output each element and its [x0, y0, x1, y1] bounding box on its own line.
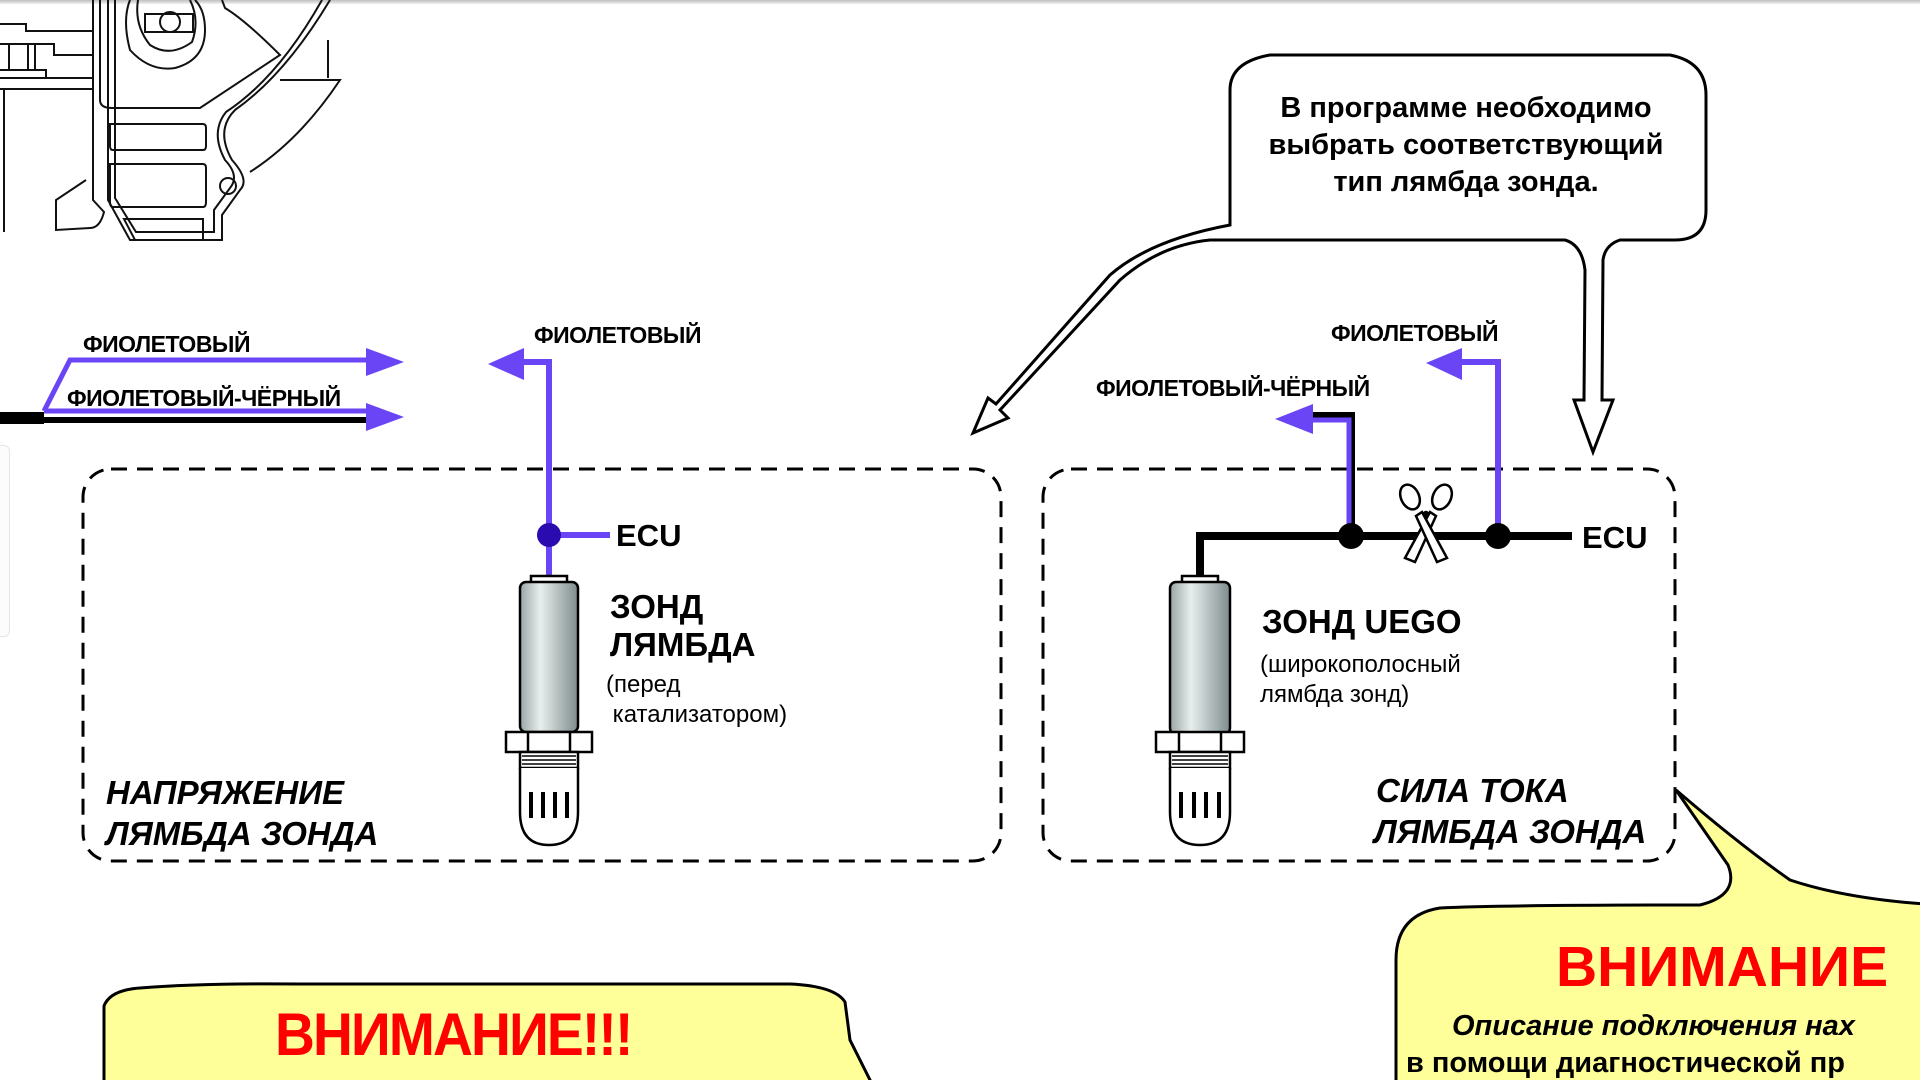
- warning-right-line-1: Описание подключения нах: [1452, 1010, 1855, 1042]
- arrow-left-icon: [488, 348, 524, 380]
- warning-right-line-2: в помощи диагностической пр: [1406, 1047, 1845, 1079]
- voltage-probe-title-2: ЛЯМБДА: [610, 626, 756, 663]
- current-probe-sub-1: (широкополосный: [1260, 651, 1461, 678]
- arrow-left-icon: [1426, 348, 1462, 380]
- voltage-wire-label: ФИОЛЕТОВЫЙ: [534, 322, 701, 348]
- scissors-icon: [1398, 483, 1454, 564]
- uego-probe-right: [1154, 574, 1246, 847]
- arrow-right-icon: [366, 348, 404, 376]
- warning-right-title: ВНИМАНИЕ: [1556, 935, 1889, 999]
- current-probe-title: ЗОНД UEGO: [1262, 603, 1462, 640]
- left-wire-harness: [0, 348, 404, 431]
- current-probe-sub-2: лямбда зонд): [1260, 681, 1410, 708]
- current-box-title-1: СИЛА ТОКА: [1376, 772, 1569, 809]
- voltage-box-title-1: НАПРЯЖЕНИЕ: [106, 774, 345, 811]
- wire-label-violet: ФИОЛЕТОВЫЙ: [83, 331, 250, 357]
- current-box-title-2: ЛЯМБДА ЗОНДА: [1374, 813, 1647, 850]
- voltage-probe-title-1: ЗОНД: [610, 588, 704, 625]
- junction-dot: [1485, 523, 1511, 549]
- lambda-probe-left: [504, 574, 594, 847]
- current-wire-label-violet: ФИОЛЕТОВЫЙ: [1331, 320, 1498, 346]
- junction-dot: [537, 523, 561, 547]
- engine-part-drawing: [0, 0, 342, 241]
- warning-left-title: ВНИМАНИЕ!!!: [275, 1001, 633, 1068]
- current-ecu-label: ECU: [1582, 520, 1648, 555]
- voltage-wiring: [488, 348, 610, 578]
- junction-dot: [1338, 523, 1364, 549]
- warning-bubble-right: [1394, 788, 1920, 1080]
- arrow-right-icon: [366, 403, 404, 431]
- side-panel-edge: [0, 445, 10, 637]
- voltage-probe-sub-1: (перед: [606, 671, 681, 698]
- callout-line-2: выбрать соответствующий: [1268, 129, 1664, 161]
- callout-bubble: [970, 53, 1708, 457]
- window-top-edge: [0, 0, 1920, 4]
- current-wire-label-violet-black: ФИОЛЕТОВЫЙ-ЧЁРНЫЙ: [1096, 375, 1370, 401]
- callout-line-3: тип лямбда зонда.: [1333, 166, 1599, 198]
- callout-line-1: В программе необходимо: [1280, 92, 1652, 124]
- warning-bubble-left: [102, 982, 872, 1080]
- voltage-probe-sub-2: катализатором): [606, 701, 788, 728]
- arrow-left-icon: [1275, 404, 1313, 434]
- current-dashed-box: [1041, 467, 1677, 863]
- wire-label-violet-black: ФИОЛЕТОВЫЙ-ЧЁРНЫЙ: [67, 385, 341, 411]
- voltage-box-title-2: ЛЯМБДА ЗОНДА: [106, 815, 379, 852]
- voltage-dashed-box: [81, 467, 1003, 863]
- current-wiring: [1196, 348, 1572, 578]
- callout-text: В программе необходимо выбрать соответст…: [1238, 90, 1694, 201]
- voltage-ecu-label: ECU: [616, 518, 682, 553]
